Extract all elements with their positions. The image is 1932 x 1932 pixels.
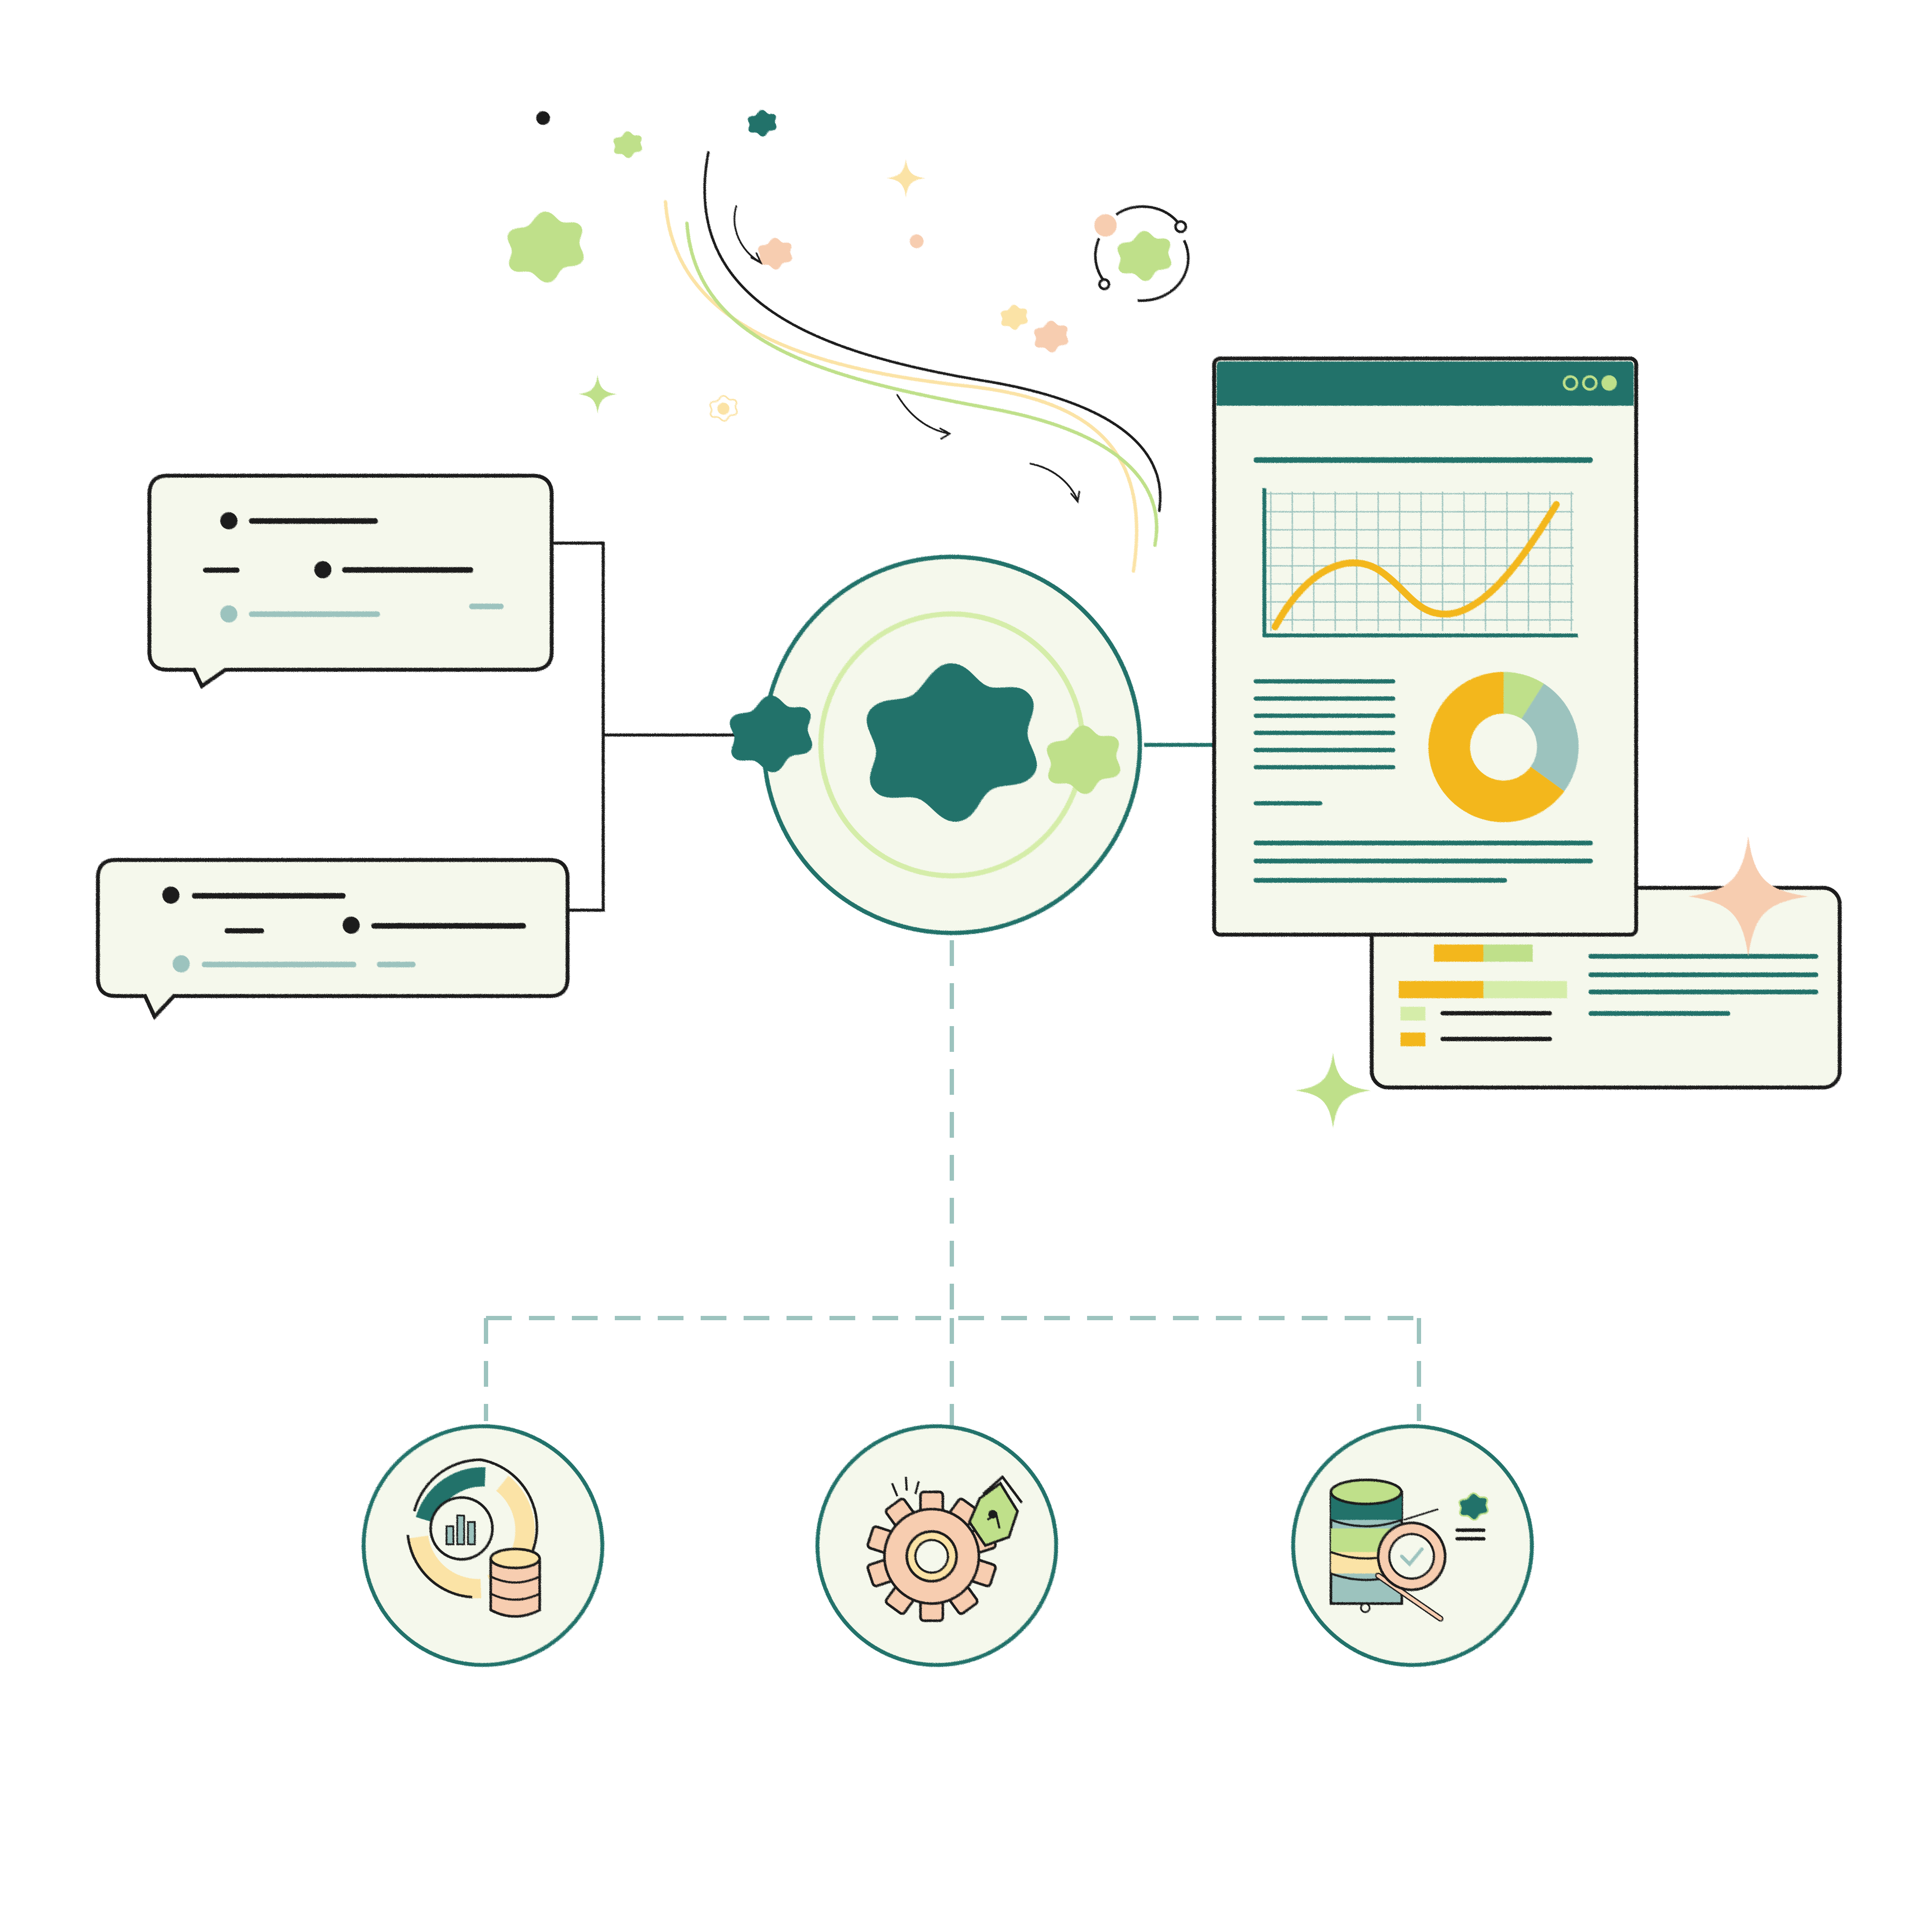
donut-slice-teal-light — [1521, 683, 1579, 791]
connector-line — [552, 541, 605, 912]
bullet-icon — [220, 605, 237, 623]
text-line — [342, 567, 473, 573]
node-data-search[interactable] — [1291, 1424, 1534, 1667]
text-line — [1254, 731, 1395, 735]
message-card-top — [147, 474, 554, 689]
text-line — [1254, 765, 1395, 769]
window-controls[interactable] — [1563, 375, 1617, 391]
donut-chart — [1428, 672, 1579, 823]
window-dot[interactable] — [1601, 375, 1617, 391]
text-line — [1589, 972, 1818, 977]
donut-slice-orange — [1428, 672, 1564, 823]
flower-particle — [1034, 321, 1069, 352]
bullet-icon — [343, 917, 360, 934]
speech-bubble — [147, 474, 554, 689]
decor-particles — [507, 110, 1069, 422]
orbit-dot — [1174, 220, 1187, 233]
text-line — [249, 611, 380, 617]
text-line — [1254, 878, 1507, 883]
connector-left — [552, 541, 734, 912]
orbit-arc — [1115, 205, 1180, 224]
legend-swatch — [1400, 1033, 1425, 1046]
flower-particle — [747, 110, 777, 137]
stream-arrow — [896, 394, 952, 440]
text-line — [202, 962, 356, 967]
chart-series-line — [1272, 501, 1560, 630]
bar-segment — [1399, 981, 1483, 998]
secondary-report-card — [1295, 836, 1842, 1128]
text-line — [469, 604, 504, 609]
orbit-decoration — [1094, 205, 1190, 302]
central-hub — [729, 555, 1217, 935]
stream-arrow — [733, 205, 763, 265]
text-line — [1254, 748, 1395, 752]
chart-and-coins-icon — [407, 1458, 541, 1618]
bullet-icon — [173, 955, 190, 972]
text-block — [1254, 679, 1395, 805]
text-line — [249, 518, 378, 524]
chart-grid — [1267, 492, 1574, 631]
legend-line — [1440, 1037, 1552, 1041]
text-line — [371, 923, 526, 929]
text-line — [1254, 801, 1322, 805]
text-line — [377, 962, 416, 967]
text-line — [1589, 954, 1818, 959]
stream-line — [703, 151, 1162, 512]
text-line — [1254, 714, 1395, 718]
sparkle-particle — [887, 159, 925, 197]
bullet-icon — [314, 561, 331, 578]
window-dot[interactable] — [1563, 375, 1578, 391]
text-line — [203, 568, 240, 573]
donut-slice-green — [1504, 672, 1544, 719]
orbit-dot — [1098, 278, 1110, 290]
legend-line — [1440, 1011, 1552, 1015]
chart-axis — [1262, 488, 1578, 638]
sparkle-particle — [578, 375, 617, 413]
text-line — [1254, 679, 1395, 683]
node-settings[interactable] — [815, 1424, 1058, 1667]
gear-and-pen-icon — [866, 1475, 1023, 1622]
bullet-icon — [220, 512, 237, 529]
text-line — [1254, 859, 1593, 863]
orbit-dot — [1094, 214, 1117, 237]
stream-line — [664, 200, 1139, 573]
stream-line — [685, 222, 1158, 547]
text-line — [1589, 990, 1818, 994]
sparkle-icon — [1295, 1053, 1371, 1128]
flower-particle — [758, 238, 793, 270]
text-line — [1254, 696, 1395, 701]
window-frame — [1212, 356, 1638, 937]
flower-particle — [613, 131, 642, 158]
window-dot[interactable] — [1582, 375, 1598, 391]
bullet-icon — [162, 887, 179, 904]
text-line — [192, 893, 346, 899]
data-streams — [664, 151, 1162, 573]
database-search-icon — [1330, 1479, 1489, 1622]
dot-particle — [910, 234, 923, 248]
message-card-bottom — [96, 858, 570, 1020]
speech-bubble — [96, 858, 570, 1020]
dashed-tree — [484, 940, 1421, 1430]
text-line — [225, 928, 264, 933]
dot-particle — [717, 403, 729, 415]
green-badge-icon — [1118, 231, 1172, 281]
text-line — [1254, 841, 1593, 845]
orbit-arc — [1137, 240, 1190, 302]
flower-particle — [1001, 305, 1028, 330]
legend-swatch — [1400, 1007, 1425, 1021]
line-chart — [1262, 488, 1578, 638]
report-window — [1212, 356, 1638, 937]
text-line — [1589, 1011, 1730, 1016]
node-analytics[interactable] — [361, 1424, 605, 1667]
bar-segment — [1434, 945, 1483, 962]
flower-particle — [507, 212, 584, 283]
stream-arrow — [1030, 463, 1080, 504]
bar-segment — [1483, 945, 1533, 962]
window-titlebar — [1217, 361, 1634, 406]
dot-particle — [536, 111, 550, 125]
bar-segment — [1483, 981, 1567, 998]
text-line — [1254, 457, 1593, 463]
